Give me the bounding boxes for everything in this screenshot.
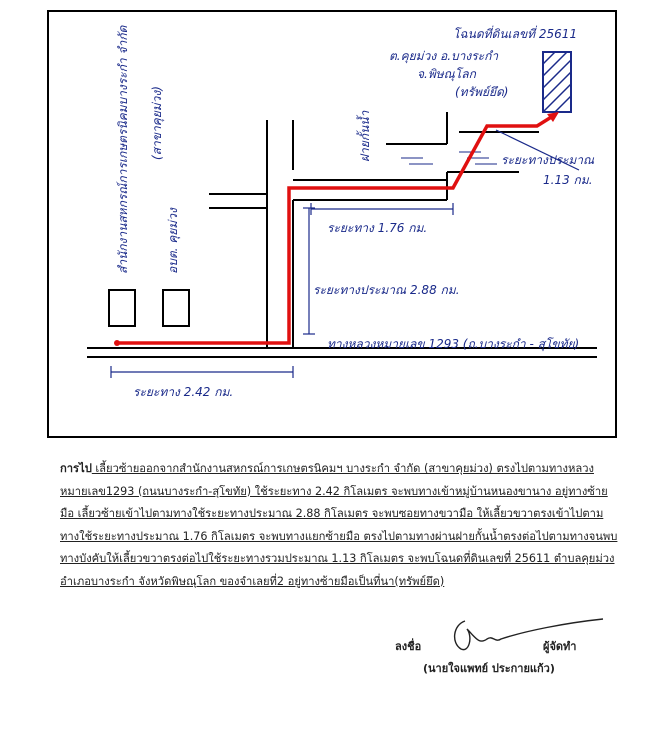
directions-lead: การไป <box>60 462 92 475</box>
sign-label: ลงชื่อ <box>395 640 422 653</box>
signer-role: ผู้จัดทำ <box>543 640 577 653</box>
route-arrow <box>547 112 559 122</box>
weir-label: ฝายกั้นน้ำ <box>356 110 372 162</box>
signature-block: ลงชื่อ ผู้จัดทำ (นายใจแพทย์ ประกายแก้ว) <box>395 615 635 685</box>
map-drawing: โฉนดที่ดินเลขที่ 25611 ต.คุยม่วง อ.บางระ… <box>87 25 597 399</box>
deed-plot-hatch <box>542 51 572 113</box>
directions-paragraph: การไป เลี้ยวซ้ายออกจากสำนักงานสหกรณ์การเ… <box>60 458 620 593</box>
deed-plot <box>542 51 572 113</box>
signer-name: (นายใจแพทย์ ประกายแก้ว) <box>423 662 555 675</box>
water-marks <box>401 151 497 165</box>
school-building <box>162 289 190 327</box>
route-line <box>117 114 554 345</box>
directions-text: เลี้ยวซ้ายออกจากสำนักงานสหกรณ์การเกษตรนิ… <box>60 462 618 588</box>
office-building <box>108 289 136 327</box>
dist-242: ระยะทาง 2.42 กม. <box>133 385 233 399</box>
route-start <box>114 340 120 346</box>
office-branch: (สาขาคุยม่วง) <box>150 86 165 160</box>
route-map: โฉนดที่ดินเลขที่ 25611 ต.คุยม่วง อ.บางระ… <box>47 10 617 438</box>
dist-final-value: 1.13 กม. <box>543 173 593 187</box>
deed-title: โฉนดที่ดินเลขที่ 25611 <box>453 25 577 41</box>
deed-line2: ต.คุยม่วง อ.บางระกำ <box>389 49 499 64</box>
dist-final: ระยะทางประมาณ <box>501 153 595 167</box>
office-label: สำนักงานสหกรณ์การเกษตรนิคมบางระกำ จำกัด <box>116 25 130 274</box>
deed-line3: จ.พิษณุโลก <box>417 67 477 82</box>
signature-scribble <box>454 618 604 651</box>
dist-288: ระยะทางประมาณ 2.88 กม. <box>313 283 460 297</box>
school-label: อบต. คุยม่วง <box>166 207 181 274</box>
highway-label: ทางหลวงหมายเลข 1293 (ถ.บางระกำ - สุโขทัย… <box>327 337 579 352</box>
dimension-lines <box>110 129 580 378</box>
deed-line4: (ทรัพย์ยึด) <box>455 85 508 99</box>
dist-176: ระยะทาง 1.76 กม. <box>327 221 427 235</box>
